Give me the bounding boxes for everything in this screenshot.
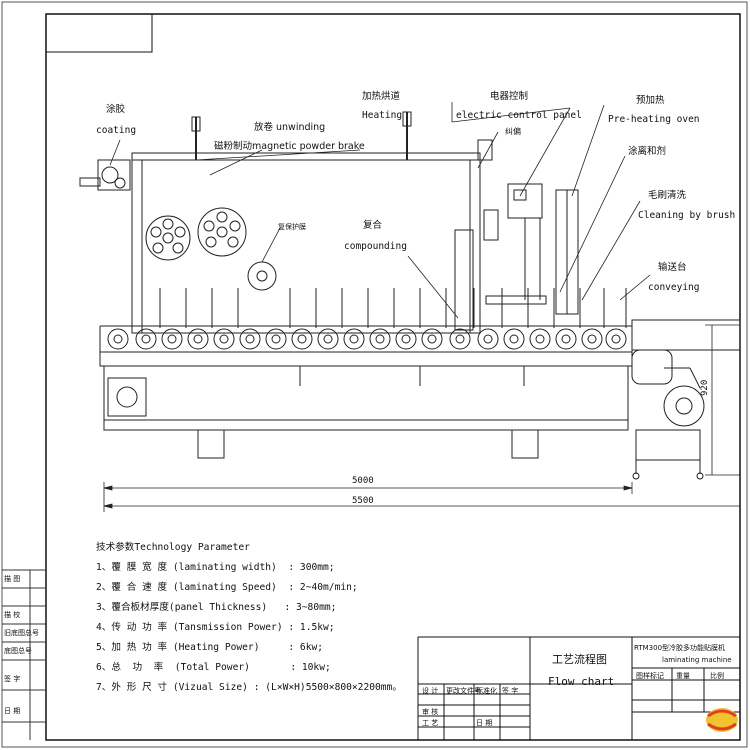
conveying-table	[631, 319, 741, 480]
electric-label-en: electric control panel	[456, 110, 582, 121]
compound-label-cn: 复合	[363, 220, 383, 231]
machine-model: RTM300型冷胶多功能贴膜机	[634, 644, 726, 652]
left-cell-check: 描 校	[4, 611, 21, 619]
protective-film-label: 复保护膜	[278, 223, 306, 231]
tb-cell-review: 审 核	[422, 708, 439, 716]
left-cell-trace: 描 图	[4, 575, 21, 583]
left-cell-signature: 签 字	[4, 675, 21, 683]
corner-logo	[706, 708, 738, 732]
title-block	[417, 636, 740, 740]
tech-row: 6、总 功 率 (Total Power) : 10kw;	[96, 662, 331, 673]
coating-label-cn: 涂胶	[106, 104, 126, 115]
technology-parameters: 技术参数Technology Parameter 1、覆 膜 宽 度 (lami…	[96, 538, 402, 698]
tb-cell-change-doc: 更改文件号	[446, 687, 481, 695]
tb-cell-marking: 图样标记	[636, 672, 664, 680]
left-cell-date: 日 期	[4, 707, 21, 715]
tech-row: 7、外 形 尺 寸 (Vizual Size) : (L×W×H)5500×80…	[96, 682, 402, 693]
machine-model-en: laminating machine	[662, 656, 732, 664]
tb-cell-sign: 签 字	[502, 687, 519, 695]
tech-row: 4、传 动 功 率 (Tansmission Power) : 1.5kw;	[96, 622, 335, 633]
magnetic-brake-label: 磁粉制动magnetic powder brake	[214, 141, 365, 152]
preheat-label-en: Pre-heating oven	[608, 114, 700, 125]
top-left-box	[45, 13, 153, 53]
rollers	[107, 328, 627, 350]
tb-cell-process: 工 艺	[422, 719, 439, 727]
roller-row	[99, 288, 633, 353]
tb-cell-weight: 重量	[676, 672, 690, 680]
tech-row: 2、覆 合 速 度 (laminating Speed) : 2~40m/min…	[96, 582, 358, 593]
left-cell-base: 底图总号	[4, 647, 32, 655]
heating-label-cn: 加热烘道	[362, 91, 401, 102]
unwinding-label: 放卷 unwinding	[254, 122, 326, 133]
electric-label-cn: 电器控制	[490, 91, 529, 102]
pressure-arms	[159, 288, 627, 328]
tech-row: 3、覆合板材厚度(panel Thickness) : 3~80mm;	[96, 602, 337, 613]
flow-chart-title-cn: 工艺流程图	[552, 653, 607, 666]
left-cells	[2, 569, 46, 740]
tb-cell-standard: 标准化	[476, 687, 497, 695]
left-cell-old-base: 旧底图总号	[4, 629, 39, 637]
dimension-5000: 5000	[352, 476, 374, 486]
heating-label-en: Heating	[362, 110, 403, 121]
tb-cell-scale: 比例	[710, 672, 724, 680]
tech-row: 1、覆 膜 宽 度 (laminating width) : 300mm;	[96, 562, 335, 573]
conveying-label-en: conveying	[648, 282, 700, 293]
preheat-label-cn: 预加热	[636, 95, 665, 106]
dimension-lines	[103, 324, 740, 512]
frame-border	[45, 13, 741, 741]
dimension-920: 920	[700, 379, 710, 396]
flow-chart-title-en: Flow chart	[548, 675, 615, 688]
compound-label-en: compounding	[344, 241, 407, 252]
conveying-label-cn: 输送台	[658, 262, 687, 273]
coating-label-en: coating	[96, 125, 137, 136]
tech-title: 技术参数Technology Parameter	[96, 542, 250, 553]
release-agent-label: 涂离和剂	[628, 146, 667, 157]
machine-base	[99, 351, 633, 459]
brush-label-cn: 毛刷清洗	[648, 190, 687, 201]
dimension-5500: 5500	[352, 496, 374, 506]
tech-row: 5、加 热 功 率 (Heating Power) : 6kw;	[96, 642, 324, 653]
brush-label-en: Cleaning by brush	[638, 210, 736, 221]
tb-cell-date: 日 期	[476, 719, 493, 727]
leader-lines	[109, 102, 651, 319]
adjust-label: 纠偏	[505, 127, 521, 136]
tb-cell-design: 设 计	[422, 687, 439, 695]
